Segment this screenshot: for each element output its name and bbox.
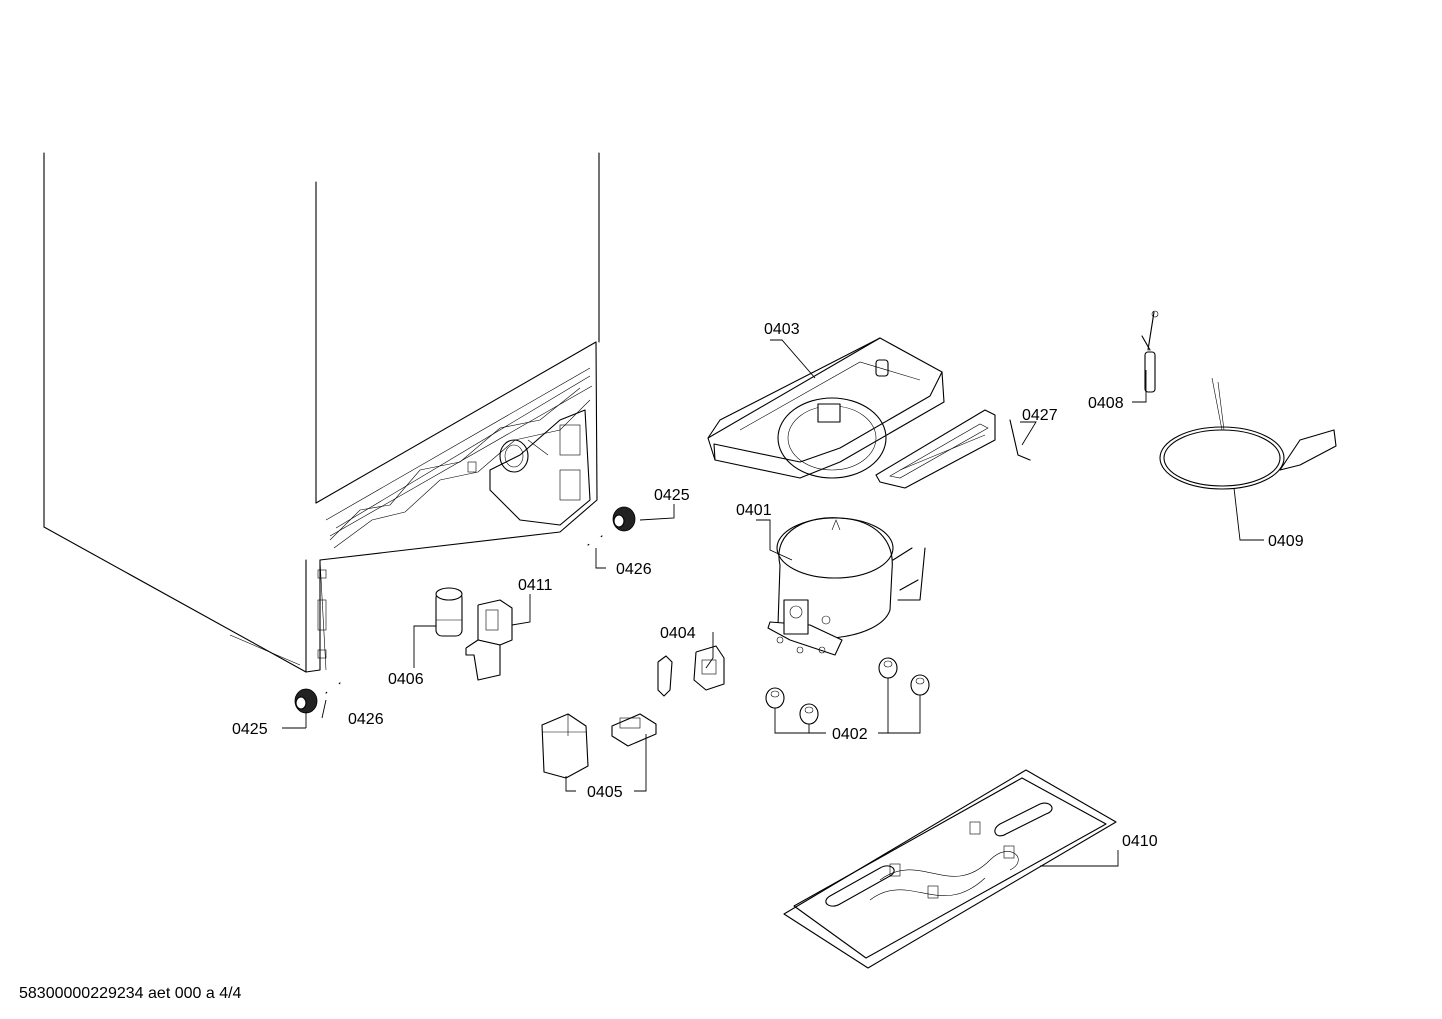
leader-lines: [282, 339, 1264, 867]
compressor-drawing: [767, 517, 926, 656]
label-0409: 0409: [1268, 533, 1304, 550]
relay-holder-drawing: [465, 599, 513, 681]
temperature-sensor-drawing: [1141, 310, 1159, 393]
starter-relay-drawing: [657, 645, 725, 697]
label-0402: 0402: [832, 726, 868, 743]
label-0411: 0411: [518, 577, 553, 594]
label-0427: 0427: [1022, 407, 1058, 424]
document-footer-code: 58300000229234 aet 000 a 4/4: [19, 985, 242, 1002]
label-0403: 0403: [764, 321, 800, 338]
label-0425-lower: 0425: [232, 721, 268, 738]
pin-lower: [325, 682, 341, 694]
grommet-4: [910, 674, 930, 696]
label-0408: 0408: [1088, 395, 1124, 412]
label-0426-upper: 0426: [616, 561, 652, 578]
adjustable-foot-upper: [612, 506, 636, 532]
capacitor-drawing: [435, 587, 463, 637]
label-0425-upper: 0425: [654, 487, 690, 504]
pin-upper: [587, 535, 603, 546]
drip-tray-drawing: [707, 337, 945, 479]
grommet-2: [799, 703, 819, 725]
base-plate-drawing: [783, 769, 1117, 969]
power-cord-drawing: [1159, 377, 1337, 490]
label-0401: 0401: [736, 502, 772, 519]
adjustable-foot-lower: [294, 688, 318, 714]
label-0410: 0410: [1122, 833, 1158, 850]
wire-rack-drawing: [875, 409, 1031, 489]
label-0404: 0404: [660, 625, 696, 642]
terminal-block-drawing: [611, 713, 657, 747]
label-0405: 0405: [587, 784, 623, 801]
relay-cover-drawing: [541, 713, 589, 779]
grommet-3: [878, 657, 898, 679]
cabinet-drawing: [43, 152, 600, 673]
grommet-1: [765, 687, 785, 709]
label-0406: 0406: [388, 671, 424, 688]
label-0426-lower: 0426: [348, 711, 384, 728]
